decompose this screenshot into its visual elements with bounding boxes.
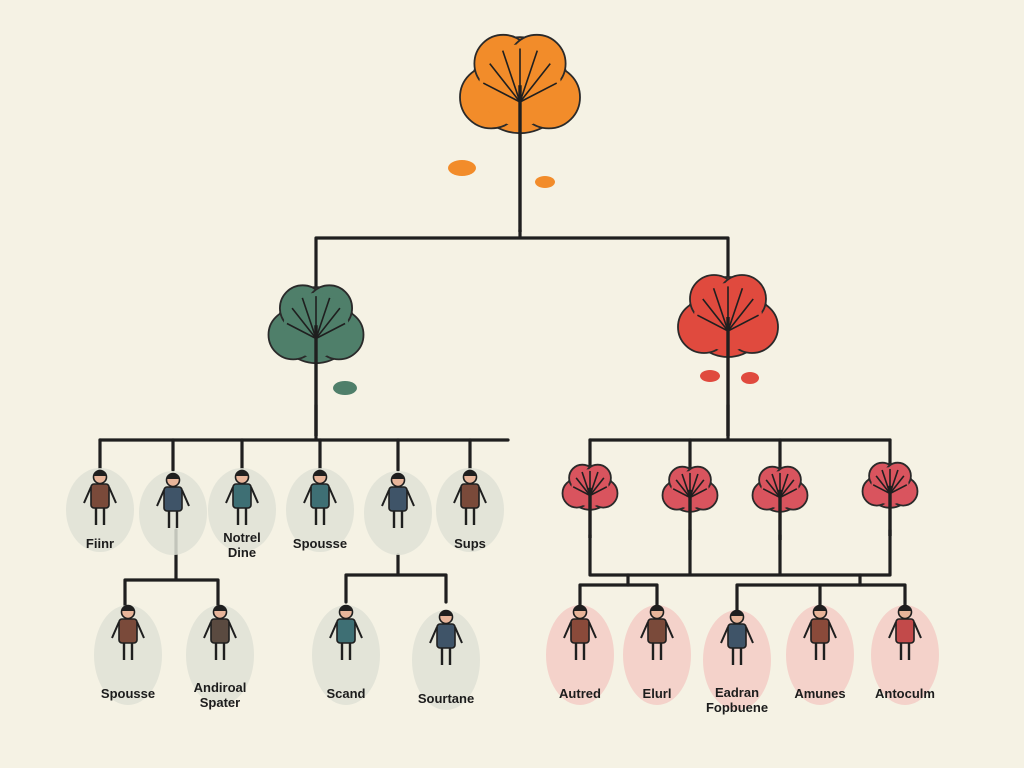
- person-badge: [436, 468, 504, 552]
- person-node: Antoculm: [871, 604, 939, 705]
- person-icon: [803, 604, 837, 660]
- tree-icon: [459, 33, 581, 232]
- person-node: Fiinr: [66, 468, 134, 552]
- person-icon: [640, 604, 674, 660]
- tree-icon: [267, 284, 365, 436]
- person-badge: [412, 610, 480, 710]
- right-branch-line: [588, 403, 892, 442]
- person-label: Eadran: [715, 685, 759, 700]
- person-label: Scand: [326, 686, 365, 701]
- leaf-icon: [448, 160, 476, 176]
- leaf-icon: [741, 372, 759, 384]
- person-icon: [563, 604, 597, 660]
- tree-icon: [561, 463, 619, 538]
- person-badge: [139, 471, 207, 555]
- tree-icon: [661, 465, 719, 540]
- person-node: Autred: [546, 604, 614, 705]
- person-badge: [286, 468, 354, 552]
- person-label: Antoculm: [875, 686, 935, 701]
- person-node: Sourtane: [412, 609, 480, 710]
- person-node: Spousse: [286, 468, 354, 552]
- left-child-line: [123, 528, 220, 610]
- person-badge: [66, 468, 134, 552]
- person-node: Scand: [312, 604, 380, 705]
- person-label: Spater: [200, 695, 240, 710]
- person-icon: [303, 469, 337, 525]
- person-icon: [329, 604, 363, 660]
- person-badge: [364, 471, 432, 555]
- person-badge: [871, 605, 939, 705]
- person-icon: [429, 609, 463, 665]
- person-label: Dine: [228, 545, 256, 560]
- center-child-line: [344, 553, 448, 604]
- person-label: Spousse: [293, 536, 347, 551]
- tree-icon: [751, 465, 809, 540]
- right-bottom-bar: [588, 528, 892, 577]
- right-child-tick: [626, 573, 862, 587]
- person-node: Spousse: [94, 604, 162, 705]
- person-label: Andiroal: [194, 680, 247, 695]
- person-label: Fopbuene: [706, 700, 768, 715]
- person-icon: [720, 609, 754, 665]
- person-label: Fiinr: [86, 536, 114, 551]
- person-icon: [453, 469, 487, 525]
- person-badge: [786, 605, 854, 705]
- person-label: Sourtane: [418, 691, 474, 706]
- person-icon: [83, 469, 117, 525]
- person-badge: [186, 605, 254, 705]
- person-node: Amunes: [786, 604, 854, 705]
- person-icon: [203, 604, 237, 660]
- person-badge: [208, 468, 276, 552]
- person-icon: [888, 604, 922, 660]
- person-node: [139, 471, 207, 555]
- root-branch-line: [314, 228, 730, 302]
- person-badge: [94, 605, 162, 705]
- person-node: [364, 471, 432, 555]
- leaf-icon: [535, 176, 555, 188]
- person-label: Sups: [454, 536, 486, 551]
- person-icon: [225, 469, 259, 525]
- person-badge: [312, 605, 380, 705]
- person-node: Elurl: [623, 604, 691, 705]
- person-icon: [156, 472, 190, 528]
- person-icon: [381, 472, 415, 528]
- person-badge: [623, 605, 691, 705]
- leaf-icon: [700, 370, 720, 382]
- person-badge: [703, 610, 771, 710]
- left-branch-line: [98, 403, 510, 442]
- person-label: Autred: [559, 686, 601, 701]
- person-label: Elurl: [643, 686, 672, 701]
- tree-icon: [677, 274, 779, 436]
- tree-icon: [861, 461, 919, 536]
- person-label: Amunes: [794, 686, 845, 701]
- person-label: Spousse: [101, 686, 155, 701]
- person-label: Notrel: [223, 530, 261, 545]
- person-icon: [111, 604, 145, 660]
- leaf-icon: [333, 381, 357, 395]
- person-node: Sups: [436, 468, 504, 552]
- right-child-line-a: [578, 583, 659, 612]
- person-badge: [546, 605, 614, 705]
- right-child-line-b: [735, 583, 907, 620]
- connector-lines: [98, 228, 907, 620]
